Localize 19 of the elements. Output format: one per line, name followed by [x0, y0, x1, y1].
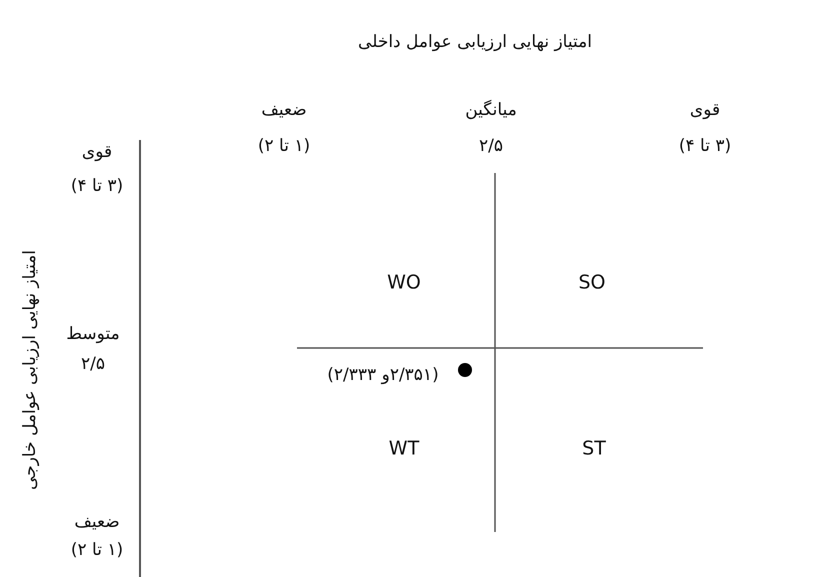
- scale-value: (۳ تا ۴): [70, 176, 124, 196]
- scale-label: قوی: [82, 142, 112, 162]
- quadrant-label: WT: [388, 438, 420, 460]
- scale-value: (۱ تا ۲): [258, 136, 310, 156]
- axis-title: امتیاز نهایی ارزیابی عوامل خارجی: [20, 250, 40, 490]
- quadrant-label: ST: [582, 438, 606, 460]
- scale-label: ضعیف: [74, 512, 120, 532]
- scale-value: (۳ تا ۴): [678, 136, 732, 156]
- quadrant-label: WO: [387, 272, 421, 294]
- point-label: (۲/۳۵۱و ۲/۳۳۳): [327, 364, 439, 386]
- scale-label: میانگین: [465, 100, 517, 120]
- scale-value: ۲/۵: [479, 136, 503, 156]
- scale-label: ضعیف: [261, 100, 307, 120]
- axis-title: امتیاز نهایی ارزیابی عوامل داخلی: [358, 32, 592, 52]
- quadrant-label: SO: [578, 272, 606, 294]
- scale-label: متوسط: [66, 324, 120, 344]
- scale-label: قوی: [690, 100, 720, 120]
- scale-value: (۱ تا ۲): [70, 540, 124, 560]
- scale-value: ۲/۵: [81, 354, 105, 374]
